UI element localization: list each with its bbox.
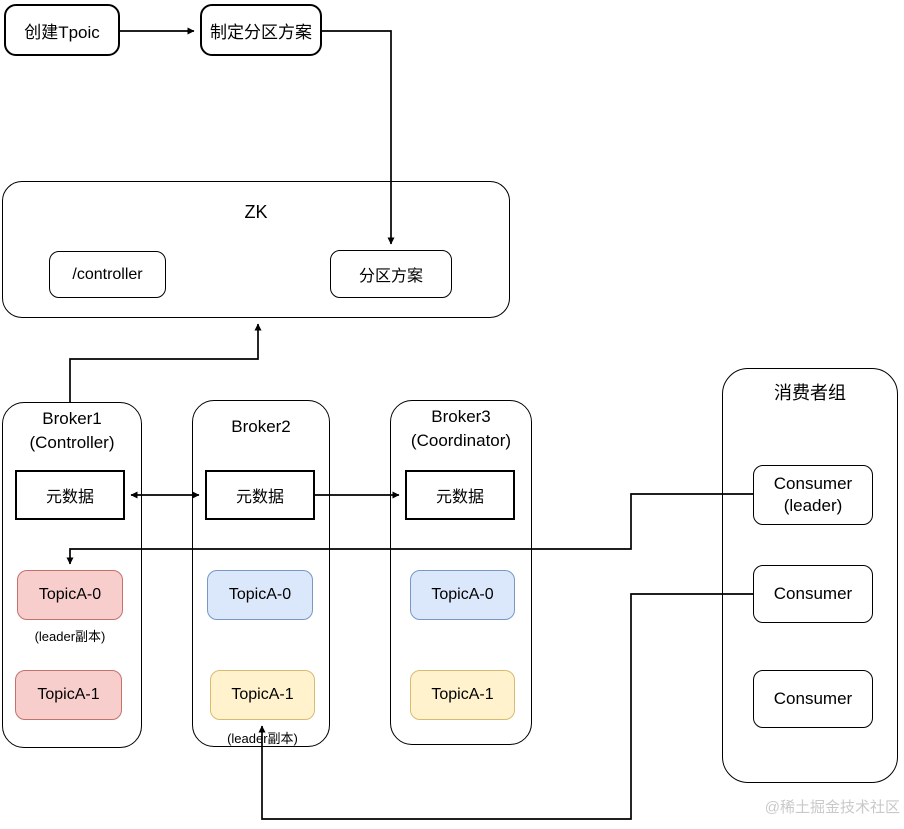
broker3-topic-a1: TopicA-1 (410, 670, 515, 720)
broker2-metadata-label: 元数据 (235, 489, 284, 506)
broker2-topic-a0-label: TopicA-0 (228, 586, 292, 603)
broker2-metadata-box: 元数据 (205, 470, 315, 520)
watermark: @稀土掘金技术社区 (764, 799, 900, 816)
broker1-metadata-box: 元数据 (15, 470, 125, 520)
consumer-leader-label: Consumer (773, 474, 853, 493)
zk-partition-plan-label: 分区方案 (358, 268, 423, 285)
broker3-title: Broker3 (Coordinator) (391, 405, 531, 453)
create-topic-box: 创建Tpoic (4, 4, 120, 56)
broker1-subtitle: (Controller) (29, 433, 115, 452)
broker1-title: Broker1 (Controller) (3, 407, 141, 455)
broker3-title-line: Broker3 (431, 407, 491, 426)
broker3-container: Broker3 (Coordinator) (390, 400, 532, 745)
consumer-leader-sublabel: (leader) (783, 496, 843, 515)
broker1-topic-a1: TopicA-1 (15, 670, 122, 720)
broker3-metadata-box: 元数据 (405, 470, 515, 520)
broker1-topic-a0-note: (leader副本) (34, 629, 106, 644)
broker3-topic-a0-label: TopicA-0 (431, 586, 494, 603)
make-partition-plan-label: 制定分区方案 (210, 22, 312, 42)
broker2-title: Broker2 (231, 417, 291, 436)
consumer-group-container: 消费者组 (722, 368, 898, 783)
broker3-subtitle: (Coordinator) (410, 431, 512, 450)
consumer-3-label: Consumer (773, 689, 853, 708)
zk-title: ZK (244, 202, 268, 222)
consumer-2-box: Consumer (753, 565, 873, 623)
zk-container: ZK (2, 181, 510, 318)
zk-controller-node: /controller (49, 251, 166, 298)
make-partition-plan-box: 制定分区方案 (200, 4, 322, 56)
broker2-topic-a1-note: (leader副本) (227, 731, 298, 746)
consumer-2-label: Consumer (773, 584, 853, 603)
broker2-topic-a1-label: TopicA-1 (231, 686, 294, 703)
create-topic-label: 创建Tpoic (24, 22, 100, 42)
broker1-title-line: Broker1 (42, 409, 102, 428)
broker1-topic-a1-label: TopicA-1 (37, 686, 100, 703)
broker1-metadata-label: 元数据 (45, 489, 94, 506)
broker1-container: Broker1 (Controller) (2, 402, 142, 748)
arrow-broker1-to-zk (69, 323, 262, 402)
broker1-topic-a0-label: TopicA-0 (38, 586, 102, 603)
broker1-topic-a0: TopicA-0 (17, 570, 123, 620)
consumer-group-title: 消费者组 (774, 383, 846, 403)
broker3-topic-a0: TopicA-0 (410, 570, 515, 620)
broker2-topic-a0: TopicA-0 (207, 570, 313, 620)
broker2-container: Broker2 (192, 400, 330, 747)
zk-controller-label: /controller (72, 265, 143, 283)
broker3-topic-a1-label: TopicA-1 (431, 686, 494, 703)
consumer-leader-box: Consumer (leader) (753, 465, 873, 525)
zk-partition-plan-node: 分区方案 (330, 250, 452, 298)
consumer-3-box: Consumer (753, 670, 873, 728)
broker3-metadata-label: 元数据 (435, 489, 484, 506)
broker2-topic-a1: TopicA-1 (210, 670, 315, 720)
